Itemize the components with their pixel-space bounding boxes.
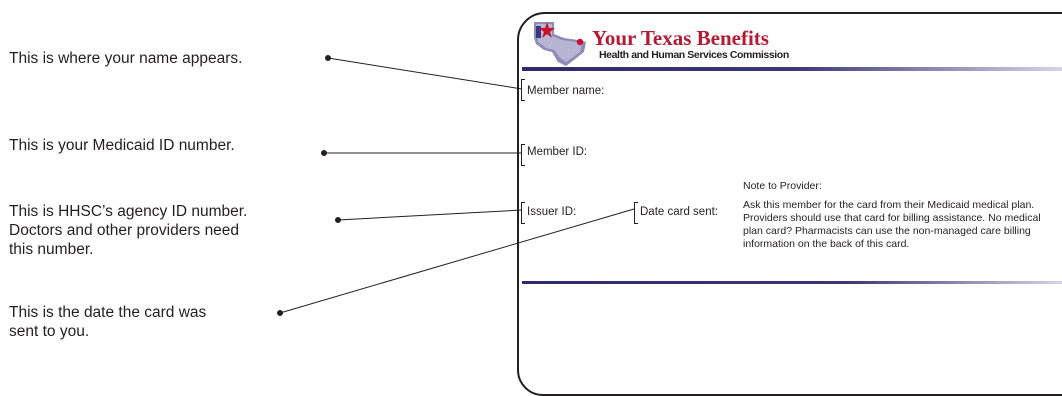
leader-agency-id: [337, 209, 523, 221]
member-id-bracket: [521, 144, 525, 166]
leader-name-dot: [325, 55, 331, 61]
card-top-rule: [522, 67, 1062, 71]
benefits-card: [517, 12, 1062, 396]
callout-medicaid-id: This is your Medicaid ID number.: [9, 137, 235, 154]
issuer-id-bracket: [521, 202, 525, 224]
brand-title: Your Texas Benefits: [592, 26, 769, 50]
leader-agency-id-dot: [335, 217, 341, 223]
date-card-sent-label: Date card sent:: [640, 206, 718, 218]
leader-name: [327, 57, 523, 90]
leader-date-sent: [279, 208, 635, 314]
leader-lines: [277, 55, 635, 316]
member-id-label: Member ID:: [527, 146, 588, 158]
leader-medicaid-id-dot: [321, 150, 327, 156]
callout-name: This is where your name appears.: [9, 50, 243, 67]
leader-date-sent-dot: [277, 310, 283, 316]
card-bottom-rule: [522, 281, 1062, 284]
callout-date-sent: This is the date the card was sent to yo…: [9, 304, 207, 340]
brand-subtitle: Health and Human Services Commission: [599, 49, 789, 61]
note-to-provider-body: Ask this member for the card from their …: [743, 199, 1041, 250]
note-to-provider-title: Note to Provider:: [743, 180, 822, 192]
issuer-id-label: Issuer ID:: [527, 206, 577, 218]
callout-agency-id: This is HHSC’s agency ID number. Doctors…: [9, 203, 248, 258]
texas-map-star-logo: [534, 22, 586, 66]
star-icon: [539, 22, 555, 38]
member-name-bracket: [521, 79, 525, 101]
date-sent-bracket: [634, 202, 638, 224]
member-name-label: Member name:: [527, 85, 605, 97]
